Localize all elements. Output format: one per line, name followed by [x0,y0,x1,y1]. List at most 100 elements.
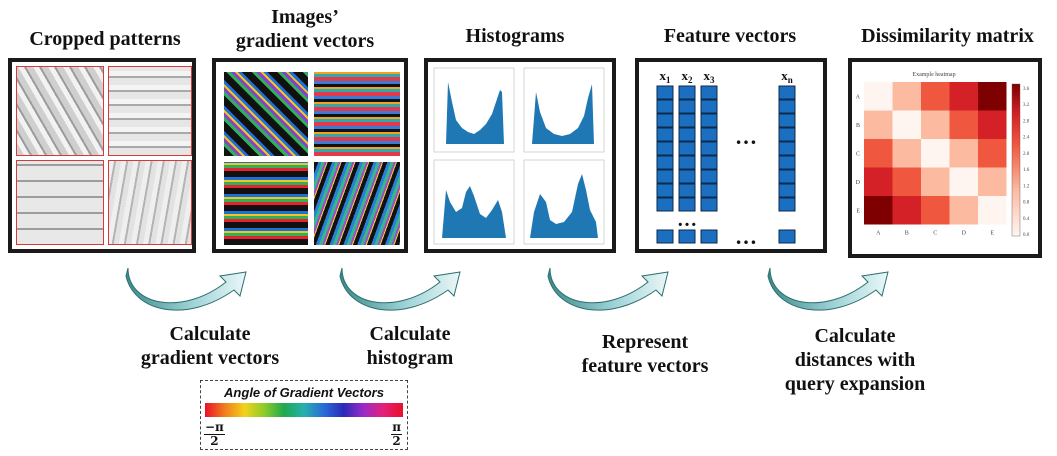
stage-title-gradient-vectors: Images’ gradient vectors [205,5,405,53]
legend-title: Angle of Gradient Vectors [224,385,384,400]
vector-cell [656,127,674,142]
heatmap-cell [978,167,1007,196]
step-label-represent-vectors: Represent feature vectors [555,330,735,378]
heatmap-cell [978,110,1007,139]
legend-right-num: π [391,420,402,435]
colorbar-tick: 0.8 [1023,201,1030,206]
colorbar-ticks: 3.63.22.82.42.01.61.20.80.40.0 [1023,87,1030,238]
step-label-calc-gradient: Calculate gradient vectors [120,322,300,370]
vector-cell [656,183,674,198]
heatmap-row-label: D [856,180,861,186]
heatmap-cell [978,196,1007,225]
step-label-calc-distances: Calculate distances with query expansion [760,324,950,396]
legend-left-den: 2 [210,434,219,448]
vector-cell [778,141,796,156]
legend-color-bar [205,403,403,417]
heatmap-cell [978,82,1007,111]
curved-step-arrow [339,267,461,311]
vector-cell [678,169,696,184]
colorbar-tick: 2.8 [1023,119,1030,124]
vector-cell [700,183,718,198]
heatmap-cell [892,196,921,225]
vector-cell [656,99,674,114]
stage-title-histograms: Histograms [465,25,565,47]
panel-feature-vectors: x1 x2 x3 xn … … … [635,58,827,253]
vector-cells [656,85,796,244]
horizontal-ellipsis: … [735,124,757,149]
heatmap-cell [864,196,893,225]
histogram-2 [523,67,605,153]
vector-cell [678,85,696,100]
heatmap-cell [864,167,893,196]
histogram-1 [433,67,515,153]
curved-step-arrow [125,267,247,311]
colorbar-tick: 3.2 [1023,103,1030,108]
vector-label-x2: x2 [682,68,694,85]
colorbar-tick: 0.0 [1023,233,1030,238]
heatmap-col-label: E [990,231,994,237]
legend-right-den: 2 [392,434,401,448]
vector-cell [778,127,796,142]
step-label-calc-gradient-line2: gradient vectors [140,347,280,369]
vector-cell [700,169,718,184]
vector-cell [778,183,796,198]
vector-cell [656,113,674,128]
heatmap-col-label: C [933,231,937,237]
legend-left-num: −π [204,420,225,435]
step-label-calc-histogram: Calculate histogram [330,322,490,370]
vector-cell [778,155,796,170]
colorbar-tick: 1.6 [1023,168,1030,173]
stage-title-gradient-line1: Images’ [271,6,339,28]
vector-cell [778,99,796,114]
panel-histograms [424,58,616,253]
heatmap-cell [949,110,978,139]
vector-cell [700,85,718,100]
heatmap-cells [864,82,1007,225]
vector-cell [678,183,696,198]
vector-cell [656,155,674,170]
heatmap-title: Example heatmap [912,72,955,78]
panel-gradient-vectors [212,58,408,253]
vector-cell [678,141,696,156]
heatmap-cell [921,167,950,196]
histograms-graphic [433,67,605,245]
angle-legend: Angle of Gradient Vectors −π 2 π 2 [200,380,408,450]
step-label-calc-distances-line3: query expansion [784,373,926,395]
stage-title-feature-vectors: Feature vectors [663,25,797,47]
legend-left-label: −π 2 [204,421,225,448]
vector-cell [678,99,696,114]
vector-cell [656,169,674,184]
heatmap-col-label: D [962,231,967,237]
vector-cell [700,141,718,156]
heatmap-cell [949,139,978,168]
vector-cell [678,155,696,170]
bottom-ellipsis: … [735,224,757,249]
colorbar-tick: 0.4 [1023,217,1030,222]
vector-label-xn: xn [781,68,793,85]
step-label-calc-gradient-line1: Calculate [169,323,251,345]
vector-cell [700,229,718,244]
colorbar-tick: 2.0 [1023,152,1030,157]
heatmap-cell [892,110,921,139]
heatmap-cell [921,139,950,168]
heatmap-cell [921,82,950,111]
heatmap-row-label: E [856,208,860,214]
colorbar-tick: 3.6 [1023,87,1030,92]
panel-cropped-patterns [8,58,196,253]
heatmap-col-label: B [905,231,909,237]
vector-cell [778,229,796,244]
heatmap-cell [892,82,921,111]
vector-cell [778,85,796,100]
heatmap-row-label: C [856,151,860,157]
colorbar-tick: 2.4 [1023,136,1030,141]
curved-step-arrow [767,267,889,311]
vertical-ellipsis: … [677,209,697,231]
stage-title-cropped-patterns: Cropped patterns [29,28,181,50]
vector-label-x1: x1 [660,68,672,85]
vector-label-x3: x3 [704,68,716,85]
vector-cell [700,127,718,142]
